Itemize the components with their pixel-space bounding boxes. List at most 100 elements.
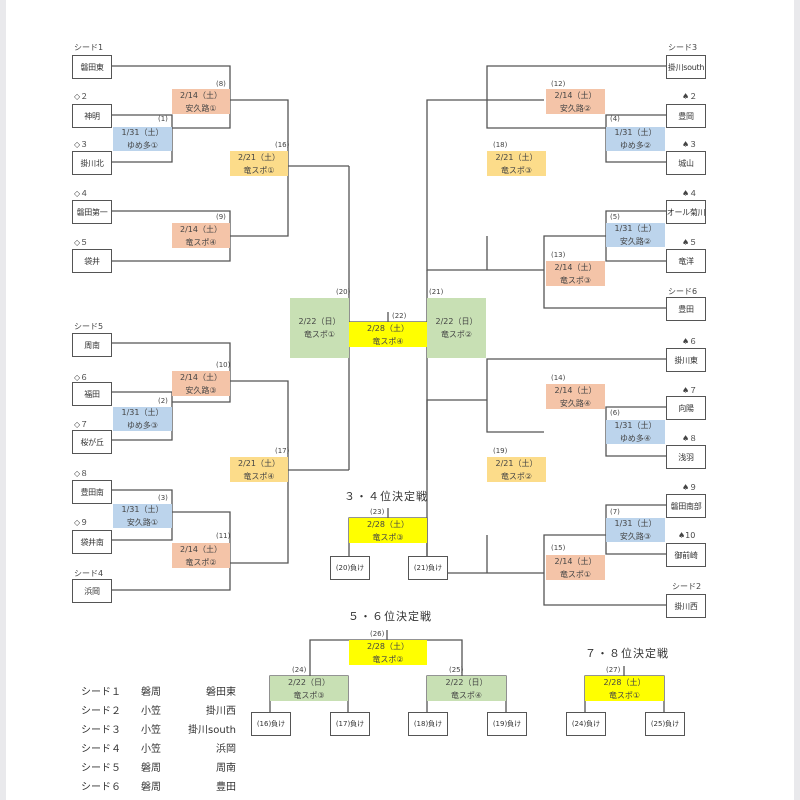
match-date: 2/28（土） [367,323,409,333]
seed-label: シード5 [74,322,104,331]
match-date: 1/31（土） [614,128,657,137]
match-2: 1/31（土） ゆめ多③ [113,407,172,431]
loser-box: (19)負け [487,712,527,736]
seed-label: ♠８ [682,434,698,443]
match-date: 1/31（土） [614,519,657,528]
bracket-page: シード1 磐田東 ◇２ 神明 ◇３ 掛川北 ◇４ 磐田第一 ◇５ 袋井 シード5… [6,0,794,800]
match-date: 2/22（日） [445,677,488,687]
match-venue: 竜スポ① [243,165,275,175]
match-number: (15) [551,544,566,552]
match-number: (21) [429,288,444,296]
seed-label: シード2 [672,582,702,591]
loser-box: (17)負け [330,712,370,736]
match-15: 2/14（土） 竜スポ① [546,555,605,580]
match-number: (3) [158,494,168,502]
seed-team: 豊田 [216,782,236,793]
team-box: 浅羽 [666,445,706,469]
seed-label: シード６ [81,782,121,793]
match-date: 2/28（土） [603,677,646,687]
match-22-final: 2/28（土） 竜スポ④ [349,322,427,347]
seed-team: 磐田東 [206,687,236,698]
team-box: 豊岡 [666,104,706,128]
match-venue: 安久路④ [559,398,592,408]
match-18: 2/21（土） 竜スポ③ [487,151,546,176]
seed-label: ♠９ [682,483,698,492]
match-13: 2/14（土） 竜スポ③ [546,261,605,286]
match-6: 1/31（土） ゆめ多④ [606,420,665,444]
seed-label: ♠６ [682,337,698,346]
match-number: (4) [610,115,620,123]
team-box: 掛川西 [666,594,706,618]
team-box: 袋井南 [72,530,112,554]
team-box: 豊田南 [72,480,112,504]
match-9: 2/14（土） 竜スポ④ [172,223,230,248]
team-box: 桜が丘 [72,430,112,454]
match-venue: 安久路③ [185,385,217,395]
seed-region: 磐周 [141,782,161,793]
seventh-place-title: ７・８位決定戦 [585,647,669,660]
match-date: 2/14（土） [554,556,597,566]
loser-box: (25)負け [645,712,685,736]
match-25: 2/22（日） 竜スポ④ [427,676,506,701]
match-date: 2/21（土） [238,458,280,468]
team-box: 御前崎 [666,543,706,567]
match-date: 1/31（土） [614,421,657,430]
match-venue: ゆめ多③ [126,421,159,430]
match-number: (11) [216,532,231,540]
seed-label: シード4 [74,569,104,578]
match-number: (25) [449,666,464,674]
match-14: 2/14（土） 安久路④ [546,384,605,409]
team-box: 周南 [72,333,112,357]
match-date: 2/14（土） [180,372,222,382]
team-box: 磐田第一 [72,200,112,224]
seed-region: 磐周 [141,687,161,698]
match-venue: 竜スポ① [559,569,592,579]
seed-region: 小笠 [141,744,161,755]
match-17: 2/21（土） 竜スポ④ [230,457,288,482]
seed-label: ◇６ [74,373,89,382]
seed-label: ◇２ [74,92,89,101]
seed-team: 周南 [216,763,236,774]
match-date: 2/14（土） [554,90,597,100]
match-8: 2/14（土） 安久路① [172,89,230,114]
match-date: 2/22（日） [435,317,478,326]
seed-label: シード１ [81,687,121,698]
team-box: 竜洋 [666,249,706,273]
match-venue: 竜スポ③ [372,532,404,542]
match-number: (7) [610,508,620,516]
loser-box: (16)負け [251,712,291,736]
seed-label: ◇９ [74,518,89,527]
match-venue: 竜スポ③ [559,275,592,285]
match-number: (18) [493,141,508,149]
match-number: (6) [610,409,620,417]
match-venue: 竜スポ② [372,654,404,664]
team-box: 掛川south [666,55,706,79]
match-number: (10) [216,361,231,369]
match-venue: 竜スポ② [440,330,473,339]
match-venue: 竜スポ④ [450,690,483,700]
seed-region: 磐周 [141,763,161,774]
match-26: 2/28（土） 竜スポ② [349,640,427,665]
team-box: 掛川東 [666,348,706,372]
match-10: 2/14（土） 安久路③ [172,371,230,396]
match-4: 1/31（土） ゆめ多② [606,127,665,151]
team-box: 掛川北 [72,151,112,175]
match-date: 2/14（土） [180,544,222,554]
team-box: 磐田南部 [666,494,706,518]
match-venue: ゆめ多④ [619,434,652,443]
match-24: 2/22（日） 竜スポ③ [270,676,348,701]
loser-box: (20)負け [330,556,370,580]
match-date: 1/31（土） [121,128,164,137]
match-date: 2/21（土） [495,152,538,162]
match-number: (26) [370,630,385,638]
match-number: (9) [216,213,226,221]
seed-label: シード1 [74,43,104,52]
match-date: 2/22（日） [298,317,341,326]
seed-label: シード２ [81,706,121,717]
match-number: (8) [216,80,226,88]
seed-label: シード３ [81,725,121,736]
